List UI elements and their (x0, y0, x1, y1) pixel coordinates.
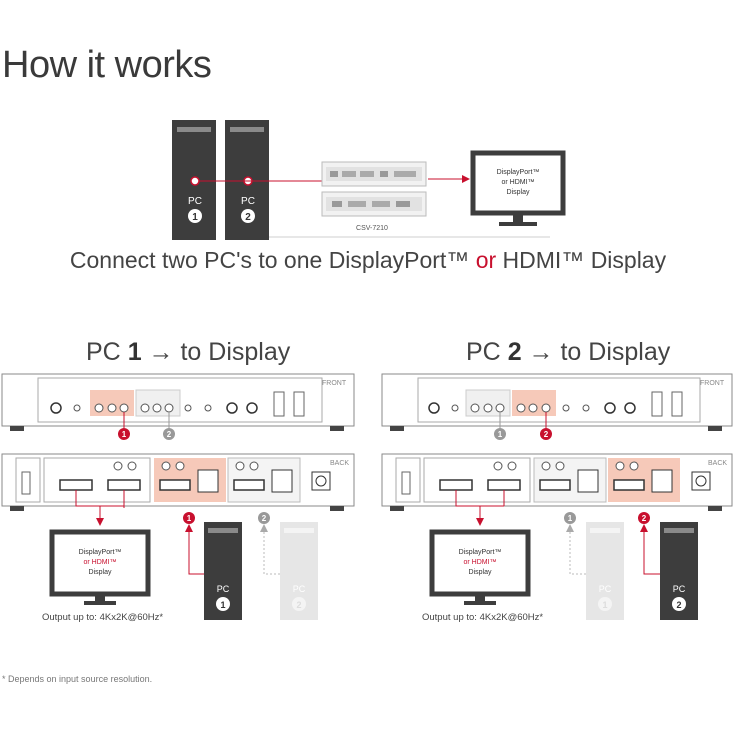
pc1-number: 1 (192, 212, 198, 223)
panel1-title-number: 1 (127, 338, 142, 366)
display2-line-1: DisplayPort™ (459, 549, 502, 556)
pc1-active-number: 1 (220, 600, 225, 610)
display-monitor-1 (49, 529, 151, 605)
overview-caption: Connect two PC's to one DisplayPort™ or … (0, 247, 736, 274)
overview-diagram: PC 1 PC 2 CSV-7210 DisplayPort™ or HDMI™… (172, 120, 566, 240)
footnote: * Depends on input source resolution. (2, 674, 153, 684)
pc2-number: 2 (245, 212, 251, 223)
caption-text-2: HDMI™ Display (496, 247, 667, 273)
back-indicator-2: 2 (262, 514, 267, 523)
back-label-1: BACK (330, 460, 349, 467)
back-panel-1 (1, 453, 355, 511)
panel1-output: Output up to: 4Kx2K@60Hz* (42, 612, 163, 623)
pc2-faded-number: 2 (296, 600, 301, 610)
front-panel-2 (381, 373, 733, 431)
display-line-3: Display (507, 189, 530, 196)
panel2-title-number: 2 (507, 338, 522, 366)
panel2-output-value: 4Kx2K@60Hz* (479, 612, 544, 623)
pc1-label: PC (188, 196, 202, 207)
display-monitor (470, 150, 566, 226)
panel2-diagram: FRONT 1 2 BACK DisplayPort™ or HDMI™ Dis… (381, 373, 733, 620)
pc1-faded-number: 1 (602, 600, 607, 610)
pc1-faded-label: PC (599, 584, 612, 594)
panel2-title-suffix: → to Display (521, 338, 671, 366)
display-line-1: DisplayPort™ (497, 169, 540, 176)
display2-line-3: Display (469, 569, 492, 576)
panel1-title-suffix: → to Display (141, 338, 291, 366)
pc2-label: PC (241, 196, 255, 207)
back2-indicator-1: 1 (568, 514, 573, 523)
caption-text-1: Connect two PC's to one DisplayPort™ (69, 247, 476, 273)
panel2-output: Output up to: 4Kx2K@60Hz* (422, 612, 543, 623)
back-label-2: BACK (708, 460, 727, 467)
pc1-tower (172, 120, 216, 240)
back2-indicator-2: 2 (642, 514, 647, 523)
device-model: CSV-7210 (356, 225, 388, 232)
front-indicator-1: 1 (122, 430, 127, 439)
kvm-device (321, 161, 427, 217)
back-indicator-1: 1 (187, 514, 192, 523)
display1-line-1: DisplayPort™ (79, 549, 122, 556)
pc1-tower-faded (586, 522, 624, 620)
pc2-active-label: PC (673, 584, 686, 594)
pc1-active-label: PC (217, 584, 230, 594)
panel1-diagram: FRONT 1 2 BACK DisplayPort™ or HDMI™ (1, 373, 355, 620)
front2-indicator-1: 1 (498, 430, 503, 439)
pc1-tower-active (204, 522, 242, 620)
panel2-title-prefix: PC (466, 338, 508, 366)
front-label-2: FRONT (700, 380, 725, 387)
panel1-output-value: 4Kx2K@60Hz* (99, 612, 164, 623)
pc2-tower-faded (280, 522, 318, 620)
pc2-faded-label: PC (293, 584, 306, 594)
panel1-output-label: Output up to: (42, 612, 97, 623)
display-monitor-2 (429, 529, 531, 605)
pc2-active-number: 2 (676, 600, 681, 610)
front2-indicator-2: 2 (544, 430, 549, 439)
display1-line-2: or HDMI™ (83, 559, 116, 566)
front-indicator-2: 2 (167, 430, 172, 439)
back-panel-2 (381, 453, 733, 511)
front-panel-1 (1, 373, 355, 431)
panel2-output-label: Output up to: (422, 612, 477, 623)
panel1-title: PC 1 → to Display (86, 338, 290, 367)
display2-line-2: or HDMI™ (463, 559, 496, 566)
display-line-2: or HDMI™ (501, 179, 534, 186)
pc2-tower-active (660, 522, 698, 620)
display1-line-3: Display (89, 569, 112, 576)
pc2-tower (225, 120, 269, 240)
panel2-title: PC 2 → to Display (466, 338, 670, 367)
caption-accent: or (475, 247, 497, 273)
page-title: How it works (2, 44, 212, 86)
panel1-title-prefix: PC (86, 338, 128, 366)
front-label-1: FRONT (322, 380, 347, 387)
